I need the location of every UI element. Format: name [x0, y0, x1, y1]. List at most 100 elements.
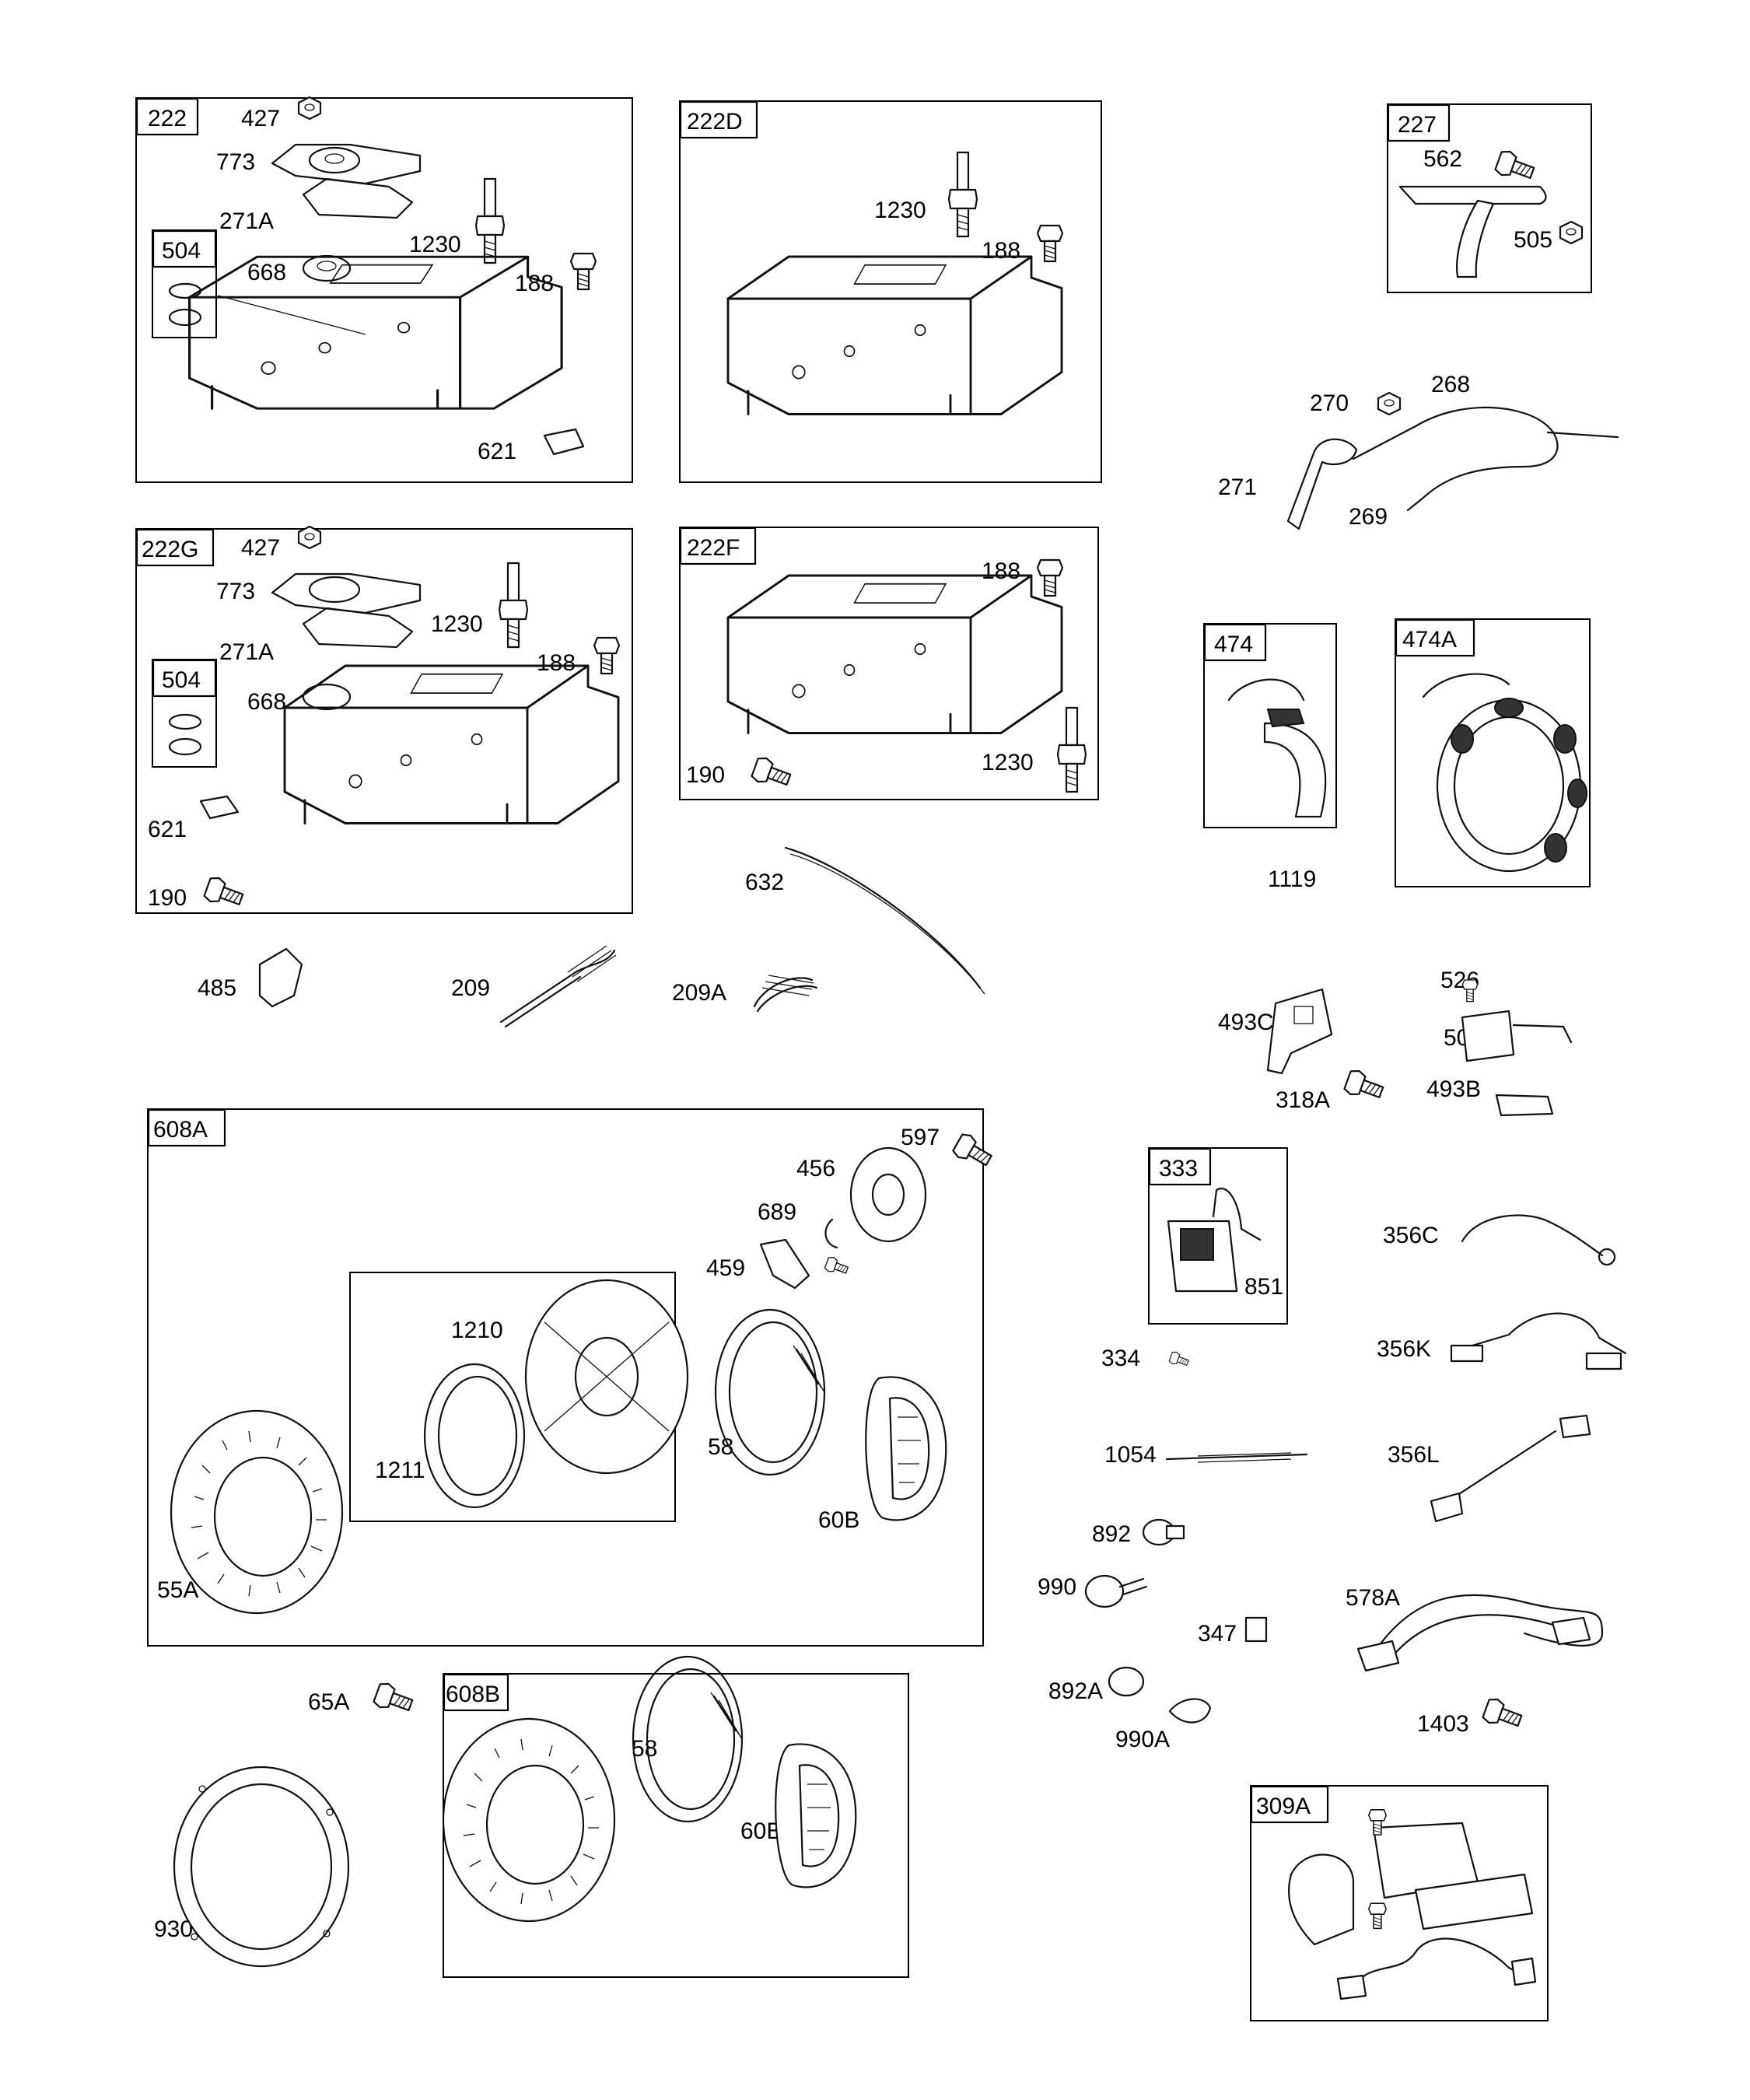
drawing-209A: [753, 975, 818, 1013]
label-190-b: 190: [686, 762, 725, 788]
label-271A-b: 271A: [219, 639, 274, 665]
label-493B: 493B: [1426, 1076, 1481, 1102]
frame-474: [1203, 623, 1337, 828]
label-930: 930: [154, 1916, 193, 1942]
frame-227: [1387, 103, 1592, 293]
label-892: 892: [1092, 1521, 1131, 1547]
label-621: 621: [478, 439, 516, 464]
label-356L: 356L: [1388, 1442, 1440, 1468]
label-58-b: 58: [632, 1736, 657, 1762]
label-493C: 493C: [1218, 1010, 1274, 1035]
frame-222F: [679, 527, 1099, 800]
label-773-b: 773: [216, 579, 255, 604]
tag-504b: 504: [152, 659, 217, 698]
drawing-222: [168, 96, 597, 456]
label-562: 562: [1423, 146, 1462, 172]
drawing-wires: [1165, 1214, 1627, 1523]
label-668-b: 668: [247, 689, 286, 715]
tag-222F: 222F: [679, 527, 757, 565]
svg-text:222G: 222G: [142, 537, 198, 562]
label-427-b: 427: [241, 535, 280, 561]
label-356K: 356K: [1377, 1336, 1431, 1362]
drawing-switches: [372, 1518, 1525, 1734]
frame-608A: [147, 1108, 984, 1647]
tag-222G: 222G: [135, 528, 215, 567]
tag-474: 474: [1203, 623, 1267, 662]
label-505: 505: [1514, 227, 1552, 253]
drawing-throttle-cable: [1286, 391, 1619, 530]
label-851: 851: [1244, 1274, 1283, 1300]
label-632: 632: [745, 870, 784, 895]
tag-474A: 474A: [1395, 618, 1475, 657]
frame-222: [135, 97, 633, 483]
label-1210: 1210: [451, 1318, 503, 1343]
svg-text:504: 504: [162, 238, 201, 264]
tag-222D: 222D: [679, 100, 758, 139]
tag-309A: 309A: [1250, 1785, 1329, 1824]
label-689: 689: [758, 1199, 796, 1225]
label-271A: 271A: [219, 208, 274, 234]
tag-608A: 608A: [147, 1108, 226, 1147]
label-60B-b: 60B: [740, 1818, 782, 1844]
label-188-c: 188: [537, 650, 576, 676]
label-1211: 1211: [375, 1458, 425, 1483]
label-270: 270: [1310, 390, 1349, 416]
label-1230-c: 1230: [431, 611, 483, 637]
label-356C: 356C: [1383, 1223, 1439, 1248]
label-456: 456: [796, 1156, 835, 1181]
label-268: 268: [1431, 372, 1470, 397]
label-209: 209: [451, 975, 490, 1001]
label-485: 485: [198, 975, 236, 1001]
label-190: 190: [148, 885, 187, 911]
svg-text:474: 474: [1214, 632, 1253, 657]
label-578A: 578A: [1346, 1585, 1400, 1611]
drawing-309A: [1288, 1809, 1537, 2000]
svg-text:504: 504: [162, 667, 201, 693]
tag-333: 333: [1148, 1147, 1212, 1186]
drawing-632: [784, 846, 985, 995]
drawing-222D: [726, 151, 1064, 415]
drawing-222G: [168, 525, 621, 912]
label-347: 347: [1198, 1621, 1237, 1647]
drawing-578A: [1356, 1594, 1604, 1672]
drawing-regulator: [1266, 979, 1573, 1117]
tag-504a: 504: [152, 229, 217, 268]
label-271: 271: [1218, 474, 1257, 500]
svg-text:474A: 474A: [1402, 627, 1457, 653]
label-1119: 1119: [1268, 866, 1316, 892]
part-labels: 427 773 271A 1230 188 668 621 1230 188 5…: [148, 106, 1552, 1942]
svg-text:608B: 608B: [446, 1682, 500, 1707]
frame-309A: [1250, 1785, 1549, 2021]
frame-222D: [679, 100, 1102, 483]
label-892A: 892A: [1048, 1678, 1103, 1704]
drawing-227: [1398, 148, 1584, 278]
label-621-b: 621: [148, 817, 187, 842]
drawing-485: [258, 947, 303, 1008]
label-1230-d: 1230: [982, 750, 1034, 775]
frame-333: [1148, 1147, 1288, 1325]
drawing-474: [1227, 678, 1327, 818]
drawing-930: [173, 1766, 350, 1968]
frame-474A: [1395, 618, 1591, 887]
label-773: 773: [216, 149, 255, 175]
label-1230: 1230: [409, 232, 461, 257]
label-459: 459: [706, 1255, 745, 1281]
label-318A: 318A: [1276, 1087, 1330, 1113]
tag-227: 227: [1387, 103, 1451, 142]
label-60B: 60B: [818, 1507, 859, 1533]
label-65A: 65A: [308, 1689, 349, 1715]
svg-text:608A: 608A: [153, 1117, 208, 1143]
drawing-474A: [1422, 673, 1587, 873]
label-597: 597: [901, 1125, 940, 1150]
tag-608B: 608B: [443, 1673, 509, 1712]
tag-222: 222: [135, 97, 199, 136]
svg-text:309A: 309A: [1256, 1794, 1311, 1819]
drawing-209: [499, 945, 617, 1028]
label-1403: 1403: [1417, 1711, 1469, 1737]
svg-text:333: 333: [1159, 1156, 1198, 1181]
label-269: 269: [1349, 504, 1388, 530]
label-188-b: 188: [982, 238, 1020, 264]
label-1230-b: 1230: [874, 198, 926, 223]
label-334: 334: [1101, 1346, 1140, 1371]
